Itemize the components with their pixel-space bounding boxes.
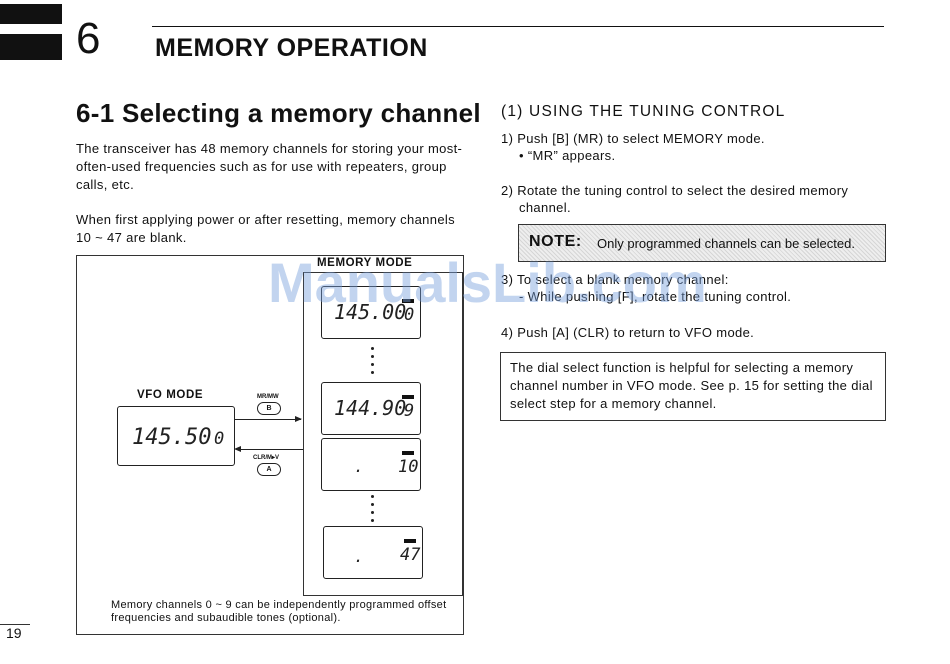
step-2: 2) Rotate the tuning control to select t… xyxy=(501,183,849,198)
step-1: 1) Push [B] (MR) to select MEMORY mode. xyxy=(501,131,765,146)
memory-diagram: MEMORY MODE 145.00 0 144.90 9 . 10 . 47 … xyxy=(76,255,464,635)
memory-mode-frame xyxy=(303,272,463,596)
vfo-channel: 0 xyxy=(214,429,225,449)
step-2-continued: channel. xyxy=(519,200,571,215)
memory-channel: 10 xyxy=(398,457,419,477)
memory-channel: 9 xyxy=(404,401,415,421)
button-a-caption: CLR/M▸V xyxy=(253,455,280,461)
subsection-title: (1) USING THE TUNING CONTROL xyxy=(501,103,786,120)
memory-freq: 145.00 xyxy=(334,300,407,324)
button-b[interactable]: B xyxy=(257,402,281,415)
ellipsis-dot xyxy=(371,511,374,514)
step-3-continued: - While pushing [F], rotate the tuning c… xyxy=(519,289,792,304)
mr-indicator xyxy=(402,395,414,399)
memory-mode-label: MEMORY MODE xyxy=(317,257,413,269)
note-box: NOTE: Only programmed channels can be se… xyxy=(518,224,886,262)
memory-freq: 144.90 xyxy=(334,396,407,420)
ellipsis-dot xyxy=(371,347,374,350)
mr-indicator xyxy=(402,299,414,303)
intro-paragraph: The transceiver has 48 memory channels f… xyxy=(76,141,463,192)
header-rule xyxy=(152,26,884,27)
ellipsis-dot xyxy=(371,519,374,522)
ellipsis-dot xyxy=(371,355,374,358)
note-label: NOTE: xyxy=(529,233,582,250)
section-title: 6-1 Selecting a memory channel xyxy=(76,98,481,128)
memory-channel: 47 xyxy=(400,545,421,565)
mr-indicator xyxy=(402,451,414,455)
memory-freq: . xyxy=(354,457,364,476)
ellipsis-dot xyxy=(371,503,374,506)
memory-display-ch10: . 10 xyxy=(321,438,421,491)
chapter-title: MEMORY OPERATION xyxy=(155,34,428,62)
memory-display-ch47: . 47 xyxy=(323,526,423,579)
vfo-mode-label: VFO MODE xyxy=(137,389,204,401)
chapter-marker-bottom xyxy=(0,34,62,60)
memory-display-ch0: 145.00 0 xyxy=(321,286,421,339)
arrow-to-vfo-head xyxy=(234,446,241,452)
dial-select-info-box: The dial select function is helpful for … xyxy=(500,352,886,421)
watermark: ManualsLib.com xyxy=(268,251,707,314)
note-text: Only programmed channels can be selected… xyxy=(597,236,855,251)
vfo-freq: 145.50 xyxy=(132,425,212,450)
memory-display-ch9: 144.90 9 xyxy=(321,382,421,435)
mr-indicator xyxy=(404,539,416,543)
button-b-caption: MR/MW xyxy=(257,394,279,400)
arrow-to-memory-head xyxy=(295,416,302,422)
step-4: 4) Push [A] (CLR) to return to VFO mode. xyxy=(501,325,755,340)
blank-channels-paragraph: When first applying power or after reset… xyxy=(76,212,456,245)
chapter-number: 6 xyxy=(76,14,101,63)
vfo-display: 145.50 0 xyxy=(117,406,235,466)
memory-freq: . xyxy=(354,547,364,566)
page-number: 19 xyxy=(0,624,30,641)
ellipsis-dot xyxy=(371,495,374,498)
diagram-caption: Memory channels 0 ~ 9 can be independent… xyxy=(111,599,447,624)
step-3: 3) To select a blank memory channel: xyxy=(501,272,729,287)
chapter-marker-top xyxy=(0,4,62,24)
arrow-to-vfo-line xyxy=(239,449,303,450)
memory-channel: 0 xyxy=(404,305,415,325)
arrow-to-memory-line xyxy=(235,419,301,420)
button-a[interactable]: A xyxy=(257,463,281,476)
info-text: The dial select function is helpful for … xyxy=(510,360,873,411)
step-1-bullet: • “MR” appears. xyxy=(519,148,616,163)
ellipsis-dot xyxy=(371,363,374,366)
ellipsis-dot xyxy=(371,371,374,374)
